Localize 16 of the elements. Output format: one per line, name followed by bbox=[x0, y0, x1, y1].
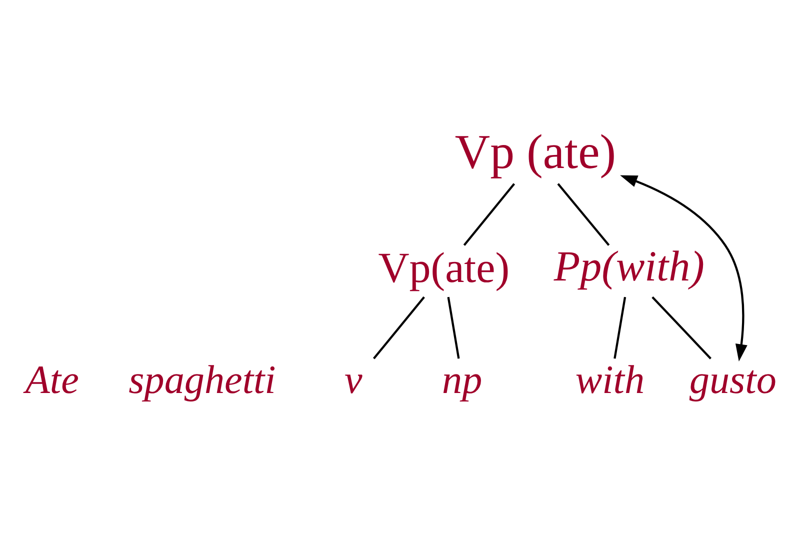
connector bbox=[463, 182, 516, 246]
node-text: Pp(with) bbox=[554, 242, 704, 290]
arrow bbox=[620, 174, 748, 361]
connector bbox=[652, 296, 712, 359]
node-text: with bbox=[575, 356, 645, 402]
node-text: v bbox=[344, 356, 362, 402]
node-text: np bbox=[442, 356, 482, 402]
node-text: spaghetti bbox=[128, 356, 276, 402]
connector bbox=[614, 296, 626, 358]
connector bbox=[447, 296, 460, 358]
connector bbox=[557, 182, 610, 246]
node-text: Vp(ate) bbox=[378, 244, 510, 292]
node-text: Ate bbox=[25, 356, 79, 402]
node-text: Vp (ate) bbox=[454, 124, 616, 179]
connector bbox=[372, 296, 425, 359]
node-text: gusto bbox=[689, 356, 776, 402]
